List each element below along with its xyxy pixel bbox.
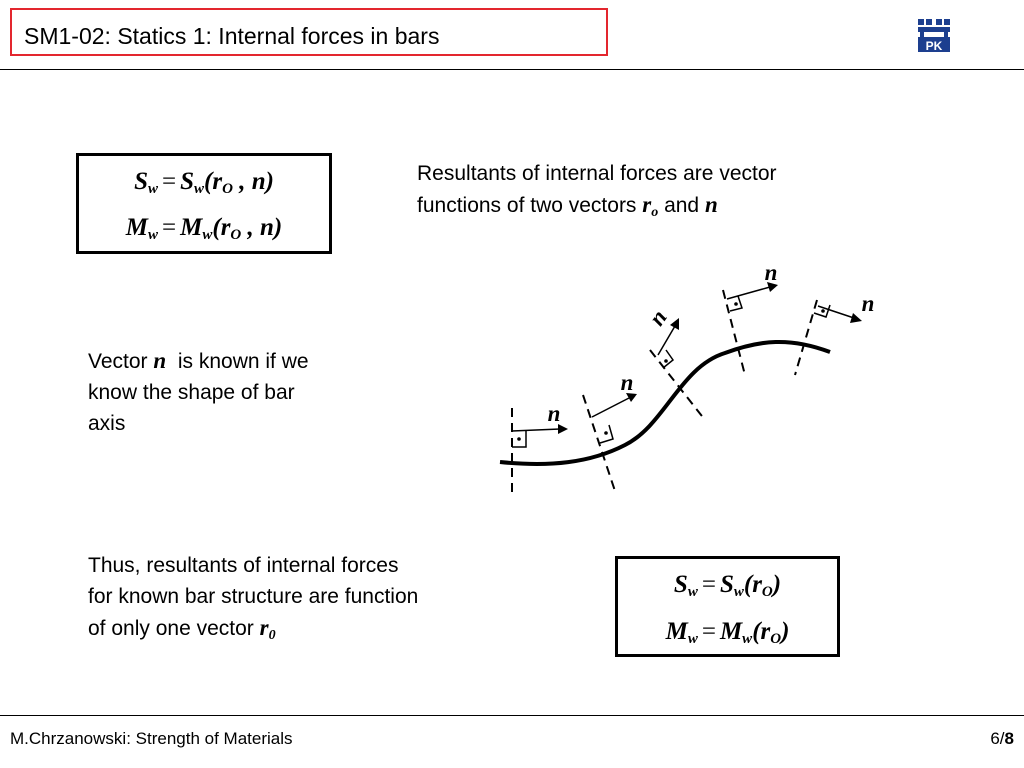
footer-divider (0, 715, 1024, 716)
section-normal-1: n (511, 401, 568, 495)
university-logo-icon: PK (916, 17, 952, 53)
text-vector-n-line1: Vector n is known if we (88, 348, 309, 373)
slide-title: SM1-02: Statics 1: Internal forces in ba… (24, 23, 440, 49)
text-conclusion: Thus, resultants of internal forces for … (88, 550, 508, 644)
section-normal-3: n (644, 305, 706, 421)
formula-box-single-vector: Sw=Sw(rO) Mw=Mw(rO) (615, 556, 840, 657)
text-vector-n-line3: axis (88, 412, 126, 435)
formula-mw-two-args: Mw=Mw(rO , n) (125, 214, 283, 243)
text-vector-n-line2: know the shape of bar (88, 381, 295, 404)
formula-sw-one-arg: Sw=Sw(rO) (673, 571, 782, 600)
section-normal-2: n (582, 370, 637, 492)
formula-box-general: Sw=Sw(rO , n) Mw=Mw(rO , n) (76, 153, 332, 254)
text-conclusion-line1: Thus, resultants of internal forces (88, 554, 399, 577)
svg-text:n: n (621, 370, 634, 395)
text-conclusion-line3: of only one vector r0 (88, 615, 276, 643)
text-resultants-line2: functions of two vectors ro and n (417, 192, 718, 220)
svg-text:n: n (548, 401, 561, 426)
title-frame: SM1-02: Statics 1: Internal forces in ba… (10, 8, 608, 56)
text-conclusion-line2: for known bar structure are function (88, 585, 419, 608)
svg-text:n: n (644, 305, 672, 330)
text-vector-n: Vector n is known if we know the shape o… (88, 345, 378, 439)
logo-text: PK (926, 39, 943, 53)
svg-text:n: n (862, 291, 875, 316)
text-resultants: Resultants of internal forces are vector… (417, 158, 887, 221)
footer-author: M.Chrzanowski: Strength of Materials (10, 729, 293, 748)
section-normal-4: n (722, 260, 778, 376)
formula-mw-one-arg: Mw=Mw(rO) (665, 618, 790, 647)
text-resultants-line1: Resultants of internal forces are vector (417, 162, 777, 185)
page-number: 6/8 (990, 729, 1014, 748)
bar-axis-diagram: n n n n n (499, 260, 875, 495)
header-divider (0, 69, 1024, 70)
section-normal-5: n (794, 291, 875, 376)
formula-sw-two-args: Sw=Sw(rO , n) (134, 168, 274, 197)
svg-text:n: n (765, 260, 778, 285)
bar-axis-curve (499, 339, 831, 466)
